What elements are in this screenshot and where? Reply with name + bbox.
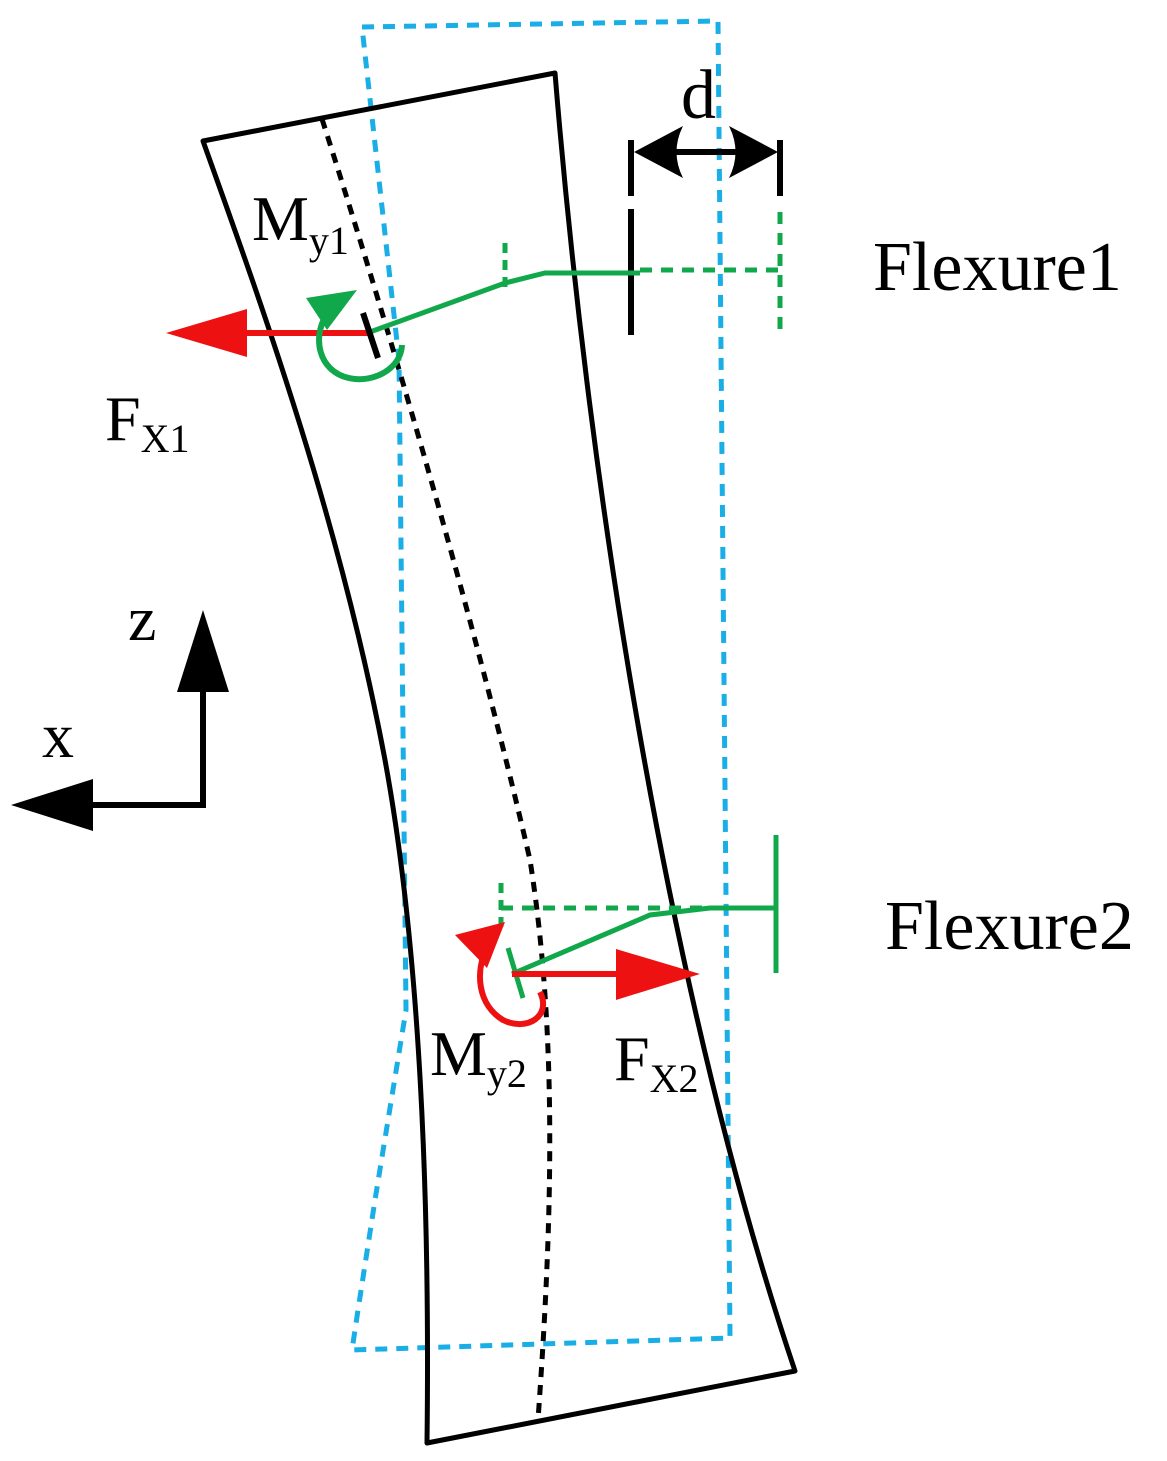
moment-my2-label: My2 (430, 1018, 527, 1096)
flexure1-label: Flexure1 (873, 229, 1122, 306)
moment-my1-arc (316, 303, 405, 383)
dimension-d-right-arrowhead (729, 126, 778, 178)
neutral-axis (319, 118, 553, 1421)
flexure1-deformed-line (369, 270, 640, 335)
z-axis-label: z (128, 583, 156, 654)
undeformed-outline (349, 18, 733, 1353)
force-fx1-arrowhead (166, 309, 247, 357)
deformed-beam-outline (200, 70, 798, 1446)
flexure2-deformed-line (511, 905, 776, 977)
moment-my1-axis-tick (360, 312, 381, 359)
force-fx1-label: FX1 (105, 383, 189, 461)
moment-my2-arc (477, 943, 547, 1027)
dimension-d-label: d (681, 57, 716, 134)
moment1-icon (306, 290, 357, 330)
force-fx2-arrowhead (616, 949, 700, 1000)
dimension-d-left-arrowhead (634, 126, 683, 178)
z-axis-arrowhead (177, 610, 229, 692)
force-fx2-label: FX2 (614, 1023, 698, 1101)
moment2-icon (455, 922, 505, 968)
flexure2-label: Flexure2 (885, 888, 1134, 965)
x-axis-label: x (42, 700, 74, 771)
moment-my1-label: My1 (252, 183, 349, 263)
x-axis-arrowhead (11, 779, 93, 831)
